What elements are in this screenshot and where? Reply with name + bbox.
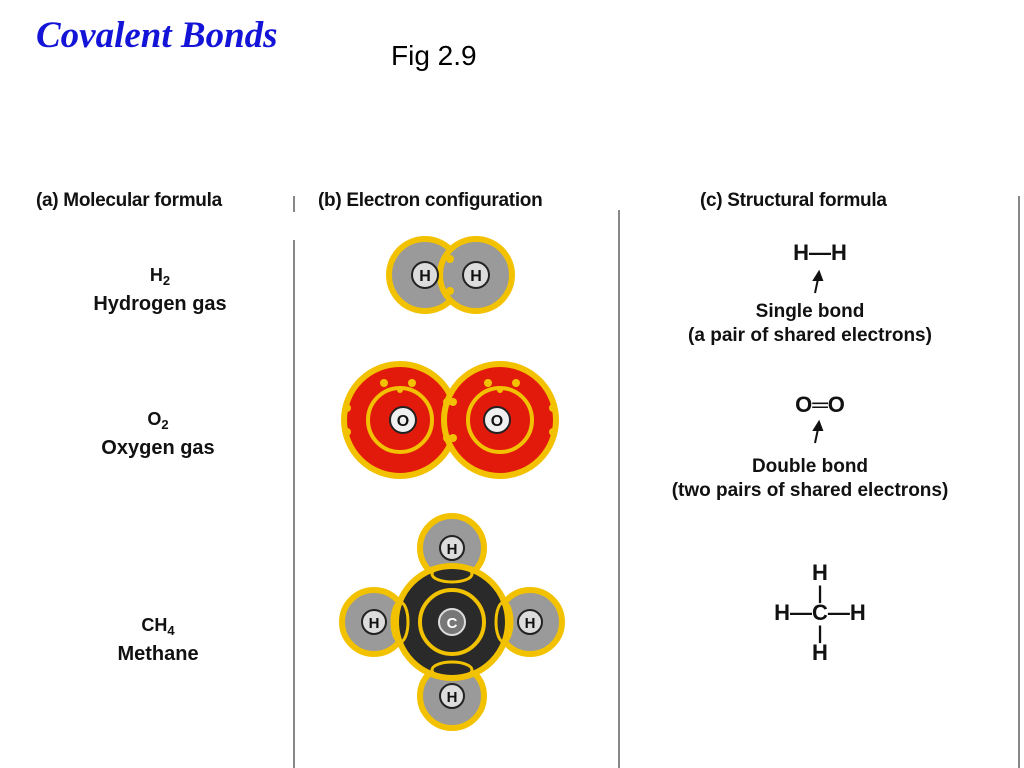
atom-o-label: O (397, 413, 409, 430)
structure-methane: H | H—C—H | H (740, 560, 900, 666)
molecule-oxygen-formula: O2 Oxygen gas (58, 408, 258, 460)
atom-h-label: H (447, 541, 458, 558)
single-bond-note: (a pair of shared electrons) (688, 325, 932, 346)
hydrogen-molecule-diagram: H H (386, 236, 515, 314)
structure-oxygen: O═O (795, 392, 845, 417)
column-divider-3 (1018, 196, 1020, 768)
column-header-structural-formula: (c) Structural formula (700, 190, 887, 211)
molecule-oxygen-name: Oxygen gas (101, 437, 215, 459)
double-bond-caption: Double bond (two pairs of shared electro… (630, 455, 990, 503)
methane-molecule-diagram: H H H H C (339, 513, 565, 731)
page-title: Covalent Bonds (36, 15, 278, 56)
atom-h-label: H (447, 689, 458, 706)
single-bond-label: Single bond (755, 301, 865, 322)
molecule-methane-name: Methane (117, 643, 199, 665)
atom-h-label: H (525, 615, 536, 632)
column-divider-header-1 (293, 196, 295, 212)
atom-o-label: O (491, 413, 503, 430)
methane-top-h: H (812, 560, 828, 585)
methane-bottom-h: H (812, 640, 828, 665)
molecule-methane-formula: CH4 Methane (58, 614, 258, 666)
structure-hydrogen: H—H (793, 240, 847, 265)
double-bond-label: Double bond (751, 456, 869, 477)
column-divider-2 (618, 210, 620, 768)
bond-pointer-arrows (812, 269, 824, 444)
column-header-electron-configuration: (b) Electron configuration (318, 190, 543, 211)
methane-middle-row: H—C—H (774, 600, 866, 625)
oxygen-molecule-diagram: O O (341, 361, 559, 479)
atom-h-label: H (419, 268, 431, 285)
column-divider-1 (293, 240, 295, 768)
column-header-molecular-formula: (a) Molecular formula (36, 190, 222, 211)
atom-c-label: C (447, 615, 458, 632)
atom-h-label: H (470, 268, 482, 285)
atom-h-label: H (369, 615, 380, 632)
single-bond-caption: Single bond (a pair of shared electrons) (640, 300, 980, 348)
molecule-hydrogen-formula: H2 Hydrogen gas (60, 264, 260, 316)
molecule-hydrogen-name: Hydrogen gas (93, 293, 227, 315)
figure-label: Fig 2.9 (391, 40, 477, 71)
double-bond-note: (two pairs of shared electrons) (671, 480, 949, 501)
